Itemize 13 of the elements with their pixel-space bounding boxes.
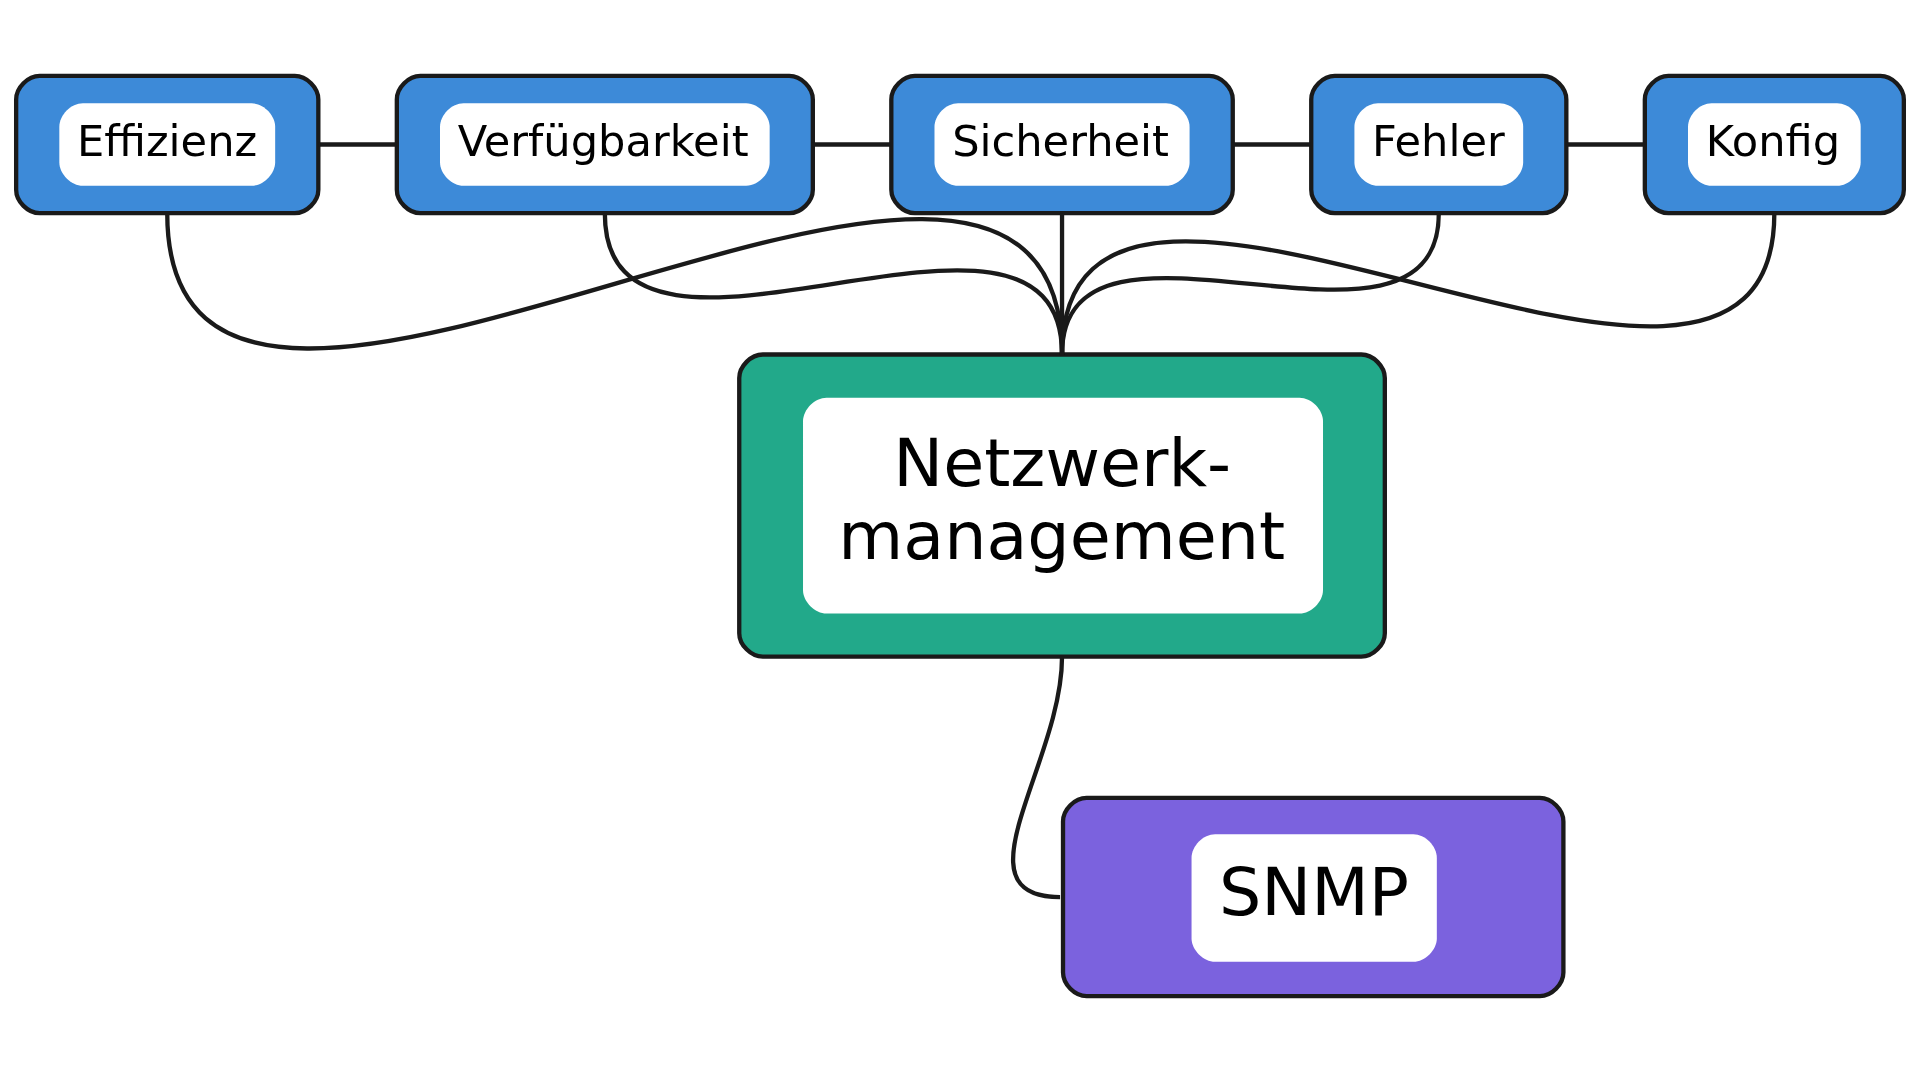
connector xyxy=(1011,656,1065,899)
connector xyxy=(1059,212,1777,355)
node-box: SNMP xyxy=(1060,795,1566,998)
node-box: Effizienz xyxy=(14,73,321,215)
node-box: Verfügbarkeit xyxy=(394,73,815,215)
node-box: Sicherheit xyxy=(889,73,1235,215)
connector xyxy=(812,141,891,147)
connector xyxy=(318,141,397,147)
node-box: Netzwerk- management xyxy=(737,351,1387,659)
node-box: Fehler xyxy=(1309,73,1569,215)
node-box: Konfig xyxy=(1642,73,1906,215)
connector xyxy=(1566,141,1645,147)
connector xyxy=(1233,141,1311,147)
